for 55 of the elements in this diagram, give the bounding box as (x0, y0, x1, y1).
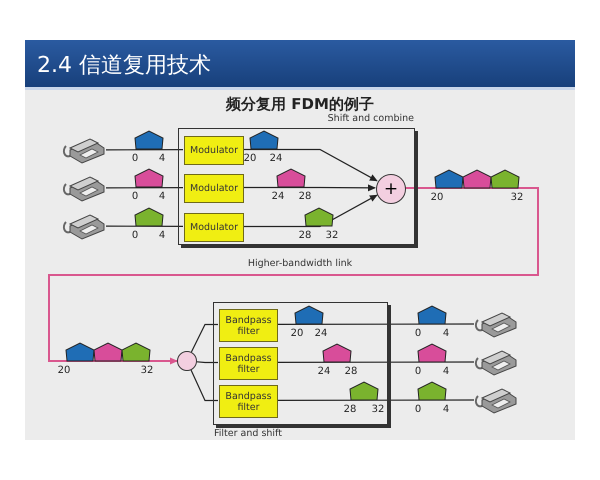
frequency-label: 0 (132, 191, 138, 202)
frequency-label: 4 (158, 191, 166, 202)
frequency-label: 32 (140, 365, 154, 376)
frequency-label: 24 (272, 191, 284, 202)
frequency-label: 28 (344, 404, 356, 415)
frequency-label: 32 (326, 230, 338, 241)
arrow (48, 187, 539, 364)
frequency-label: 20 (430, 192, 444, 203)
modulator-box: Modulator (184, 213, 244, 242)
frequency-label: 24 (318, 366, 330, 377)
frequency-label: 0 (414, 404, 422, 415)
diagram-subtitle: 频分复用 FDM的例子 (226, 95, 374, 114)
box-heading: Shift and combine (328, 113, 414, 124)
connector-line (106, 187, 183, 188)
slide-title: 2.4 信道复用技术 (37, 52, 211, 80)
connector-line (190, 370, 218, 402)
telephone-icon (474, 348, 518, 376)
arrow (243, 194, 378, 228)
frequency-label: 20 (58, 365, 70, 376)
frequency-label: 0 (414, 328, 422, 339)
frequency-label: 4 (442, 404, 450, 415)
modulator-box: Modulator (184, 136, 244, 165)
frequency-label: 20 (290, 328, 304, 339)
frequency-label: 28 (344, 366, 358, 377)
frequency-label: 20 (244, 153, 256, 164)
frequency-label: 24 (270, 153, 282, 164)
telephone-icon (62, 136, 106, 164)
frequency-label: 24 (314, 328, 328, 339)
frequency-label: 4 (442, 328, 450, 339)
frequency-label: 0 (414, 366, 422, 377)
telephone-icon (62, 212, 106, 240)
filter-box: Bandpass filter (219, 385, 278, 418)
telephone-icon (474, 310, 518, 338)
frequency-label: 4 (442, 366, 450, 377)
telephone-icon (474, 386, 518, 414)
connector-line (190, 324, 218, 352)
frequency-label: 32 (510, 192, 524, 203)
modulator-box: Modulator (184, 174, 244, 203)
frequency-label: 0 (132, 230, 138, 241)
edge-label: Higher-bandwidth link (246, 258, 354, 269)
frequency-label: 28 (298, 191, 312, 202)
frequency-label: 0 (132, 153, 138, 164)
connector-line (196, 361, 218, 364)
frequency-label: 28 (298, 230, 312, 241)
frequency-label: 4 (158, 230, 166, 241)
filter-box: Bandpass filter (219, 309, 278, 342)
connector-line (106, 226, 183, 227)
arrow (243, 184, 376, 192)
telephone-icon (62, 174, 106, 202)
frequency-label: 32 (372, 404, 384, 415)
box-heading: Filter and shift (214, 428, 282, 439)
connector-line (106, 149, 183, 150)
arrow (243, 148, 378, 182)
filter-box: Bandpass filter (219, 347, 278, 380)
frequency-label: 4 (158, 153, 166, 164)
